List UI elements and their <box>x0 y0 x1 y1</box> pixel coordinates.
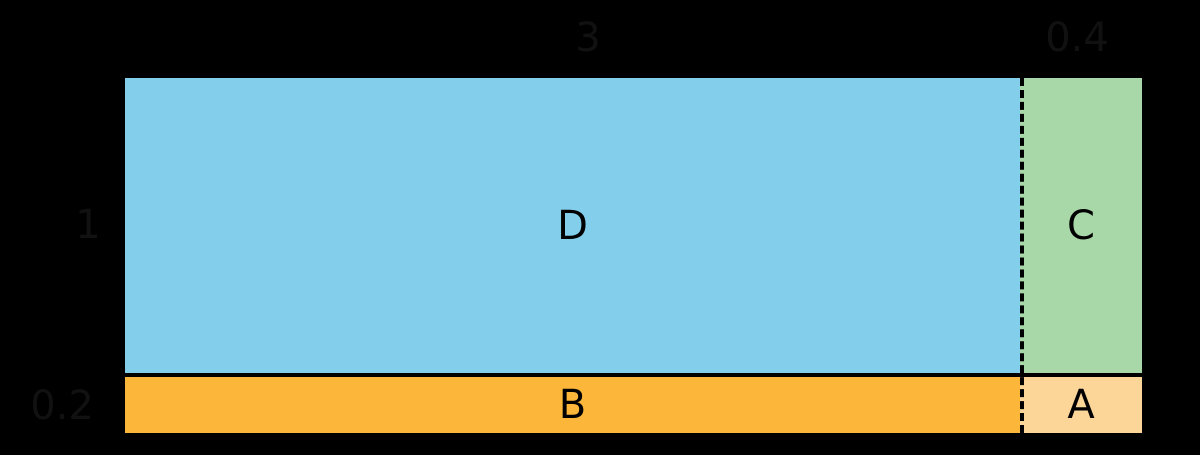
rectangle-block-a: A <box>1020 377 1142 433</box>
rectangle-label-c: C <box>1067 202 1095 249</box>
rectangle-block-b: B <box>125 377 1020 433</box>
height-label-0-2: 0.2 <box>30 383 94 429</box>
vertical-split-guide <box>1020 78 1024 433</box>
width-label-0-4: 0.4 <box>1045 15 1109 61</box>
rectangle-label-d: D <box>557 202 588 249</box>
width-label-3: 3 <box>575 15 601 61</box>
horizontal-split-guide <box>125 373 1142 377</box>
rectangle-block-c: C <box>1020 78 1142 373</box>
rectangle-label-a: A <box>1067 382 1095 428</box>
height-label-1: 1 <box>75 202 101 248</box>
rectangle-block-d: D <box>125 78 1020 373</box>
rectangle-label-b: B <box>558 382 587 428</box>
